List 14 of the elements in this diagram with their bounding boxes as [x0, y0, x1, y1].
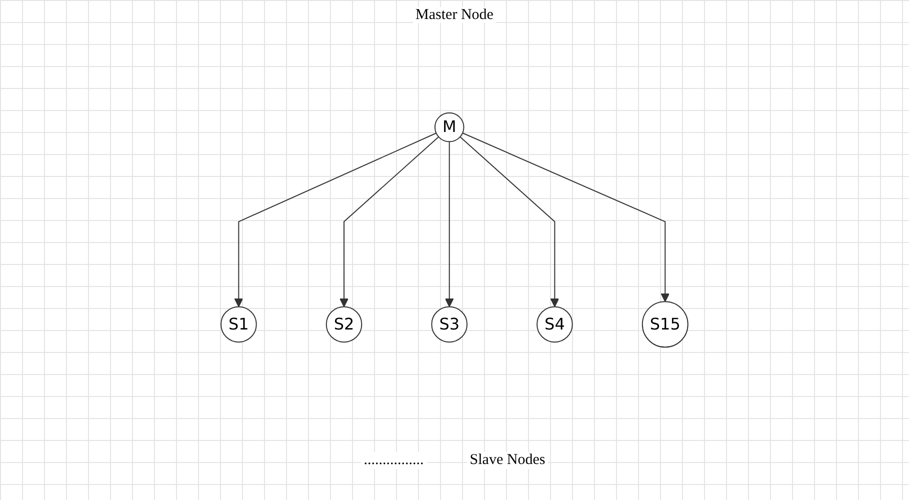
node-circle: S3	[431, 306, 468, 343]
arrow	[234, 132, 437, 308]
node-circle: M	[434, 112, 464, 142]
node-circle: S2	[326, 306, 362, 343]
node-circle: S1	[220, 306, 257, 343]
note-label: Master Node	[412, 7, 496, 23]
node-circle: S4	[536, 306, 573, 343]
node-circle: S15	[642, 301, 688, 348]
arrow	[460, 136, 560, 308]
arrow	[445, 141, 454, 308]
arrow	[340, 136, 440, 308]
note-label: Slave Nodes	[466, 452, 548, 468]
note-label: ................	[360, 452, 427, 468]
arrow	[462, 132, 670, 302]
